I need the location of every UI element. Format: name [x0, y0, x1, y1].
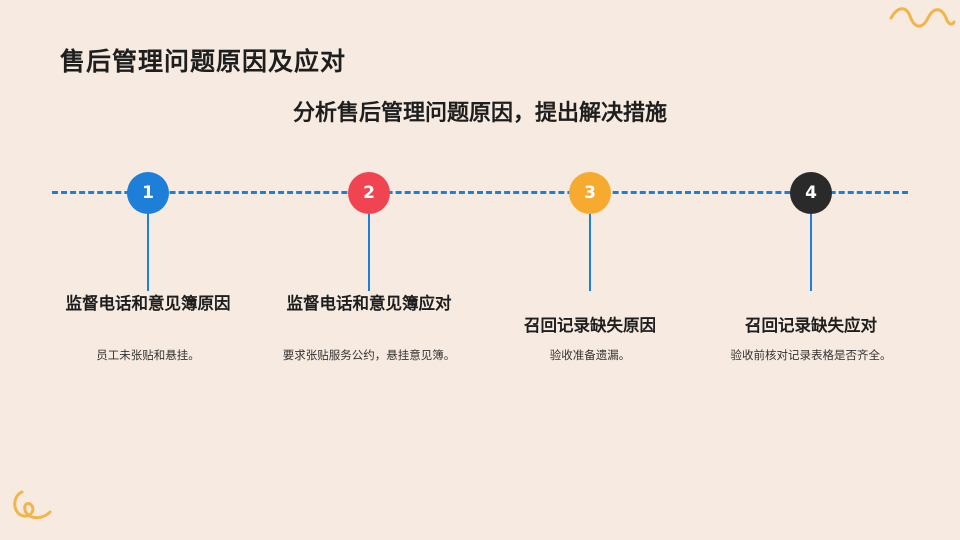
- step-4-number: 4: [805, 183, 817, 203]
- step-2-description: 要求张贴服务公约，悬挂意见簿。: [259, 347, 479, 363]
- step-3-description: 验收准备遗漏。: [480, 347, 700, 363]
- step-1-circle: 1: [127, 172, 169, 214]
- step-4-connector: [810, 214, 812, 291]
- step-2-number: 2: [363, 183, 375, 203]
- step-1-number: 1: [142, 183, 154, 203]
- step-3-number: 3: [584, 183, 596, 203]
- step-3-circle: 3: [569, 172, 611, 214]
- page-subtitle: 分析售后管理问题原因，提出解决措施: [0, 95, 960, 127]
- step-4-title: 召回记录缺失应对: [721, 314, 901, 338]
- squiggle-decoration-icon: [888, 4, 956, 36]
- curl-decoration-icon: [8, 486, 54, 526]
- step-3-title: 召回记录缺失原因: [500, 314, 680, 338]
- step-1-description: 员工未张贴和悬挂。: [38, 347, 258, 363]
- step-2-circle: 2: [348, 172, 390, 214]
- step-3-connector: [589, 214, 591, 291]
- step-4-description: 验收前核对记录表格是否齐全。: [701, 347, 921, 363]
- step-2-title: 监督电话和意见簿应对: [279, 292, 459, 316]
- step-4-circle: 4: [790, 172, 832, 214]
- timeline-line: [52, 191, 908, 194]
- step-2-connector: [368, 214, 370, 291]
- page-title: 售后管理问题原因及应对: [60, 42, 346, 78]
- step-1-title: 监督电话和意见簿原因: [58, 292, 238, 316]
- step-1-connector: [147, 214, 149, 291]
